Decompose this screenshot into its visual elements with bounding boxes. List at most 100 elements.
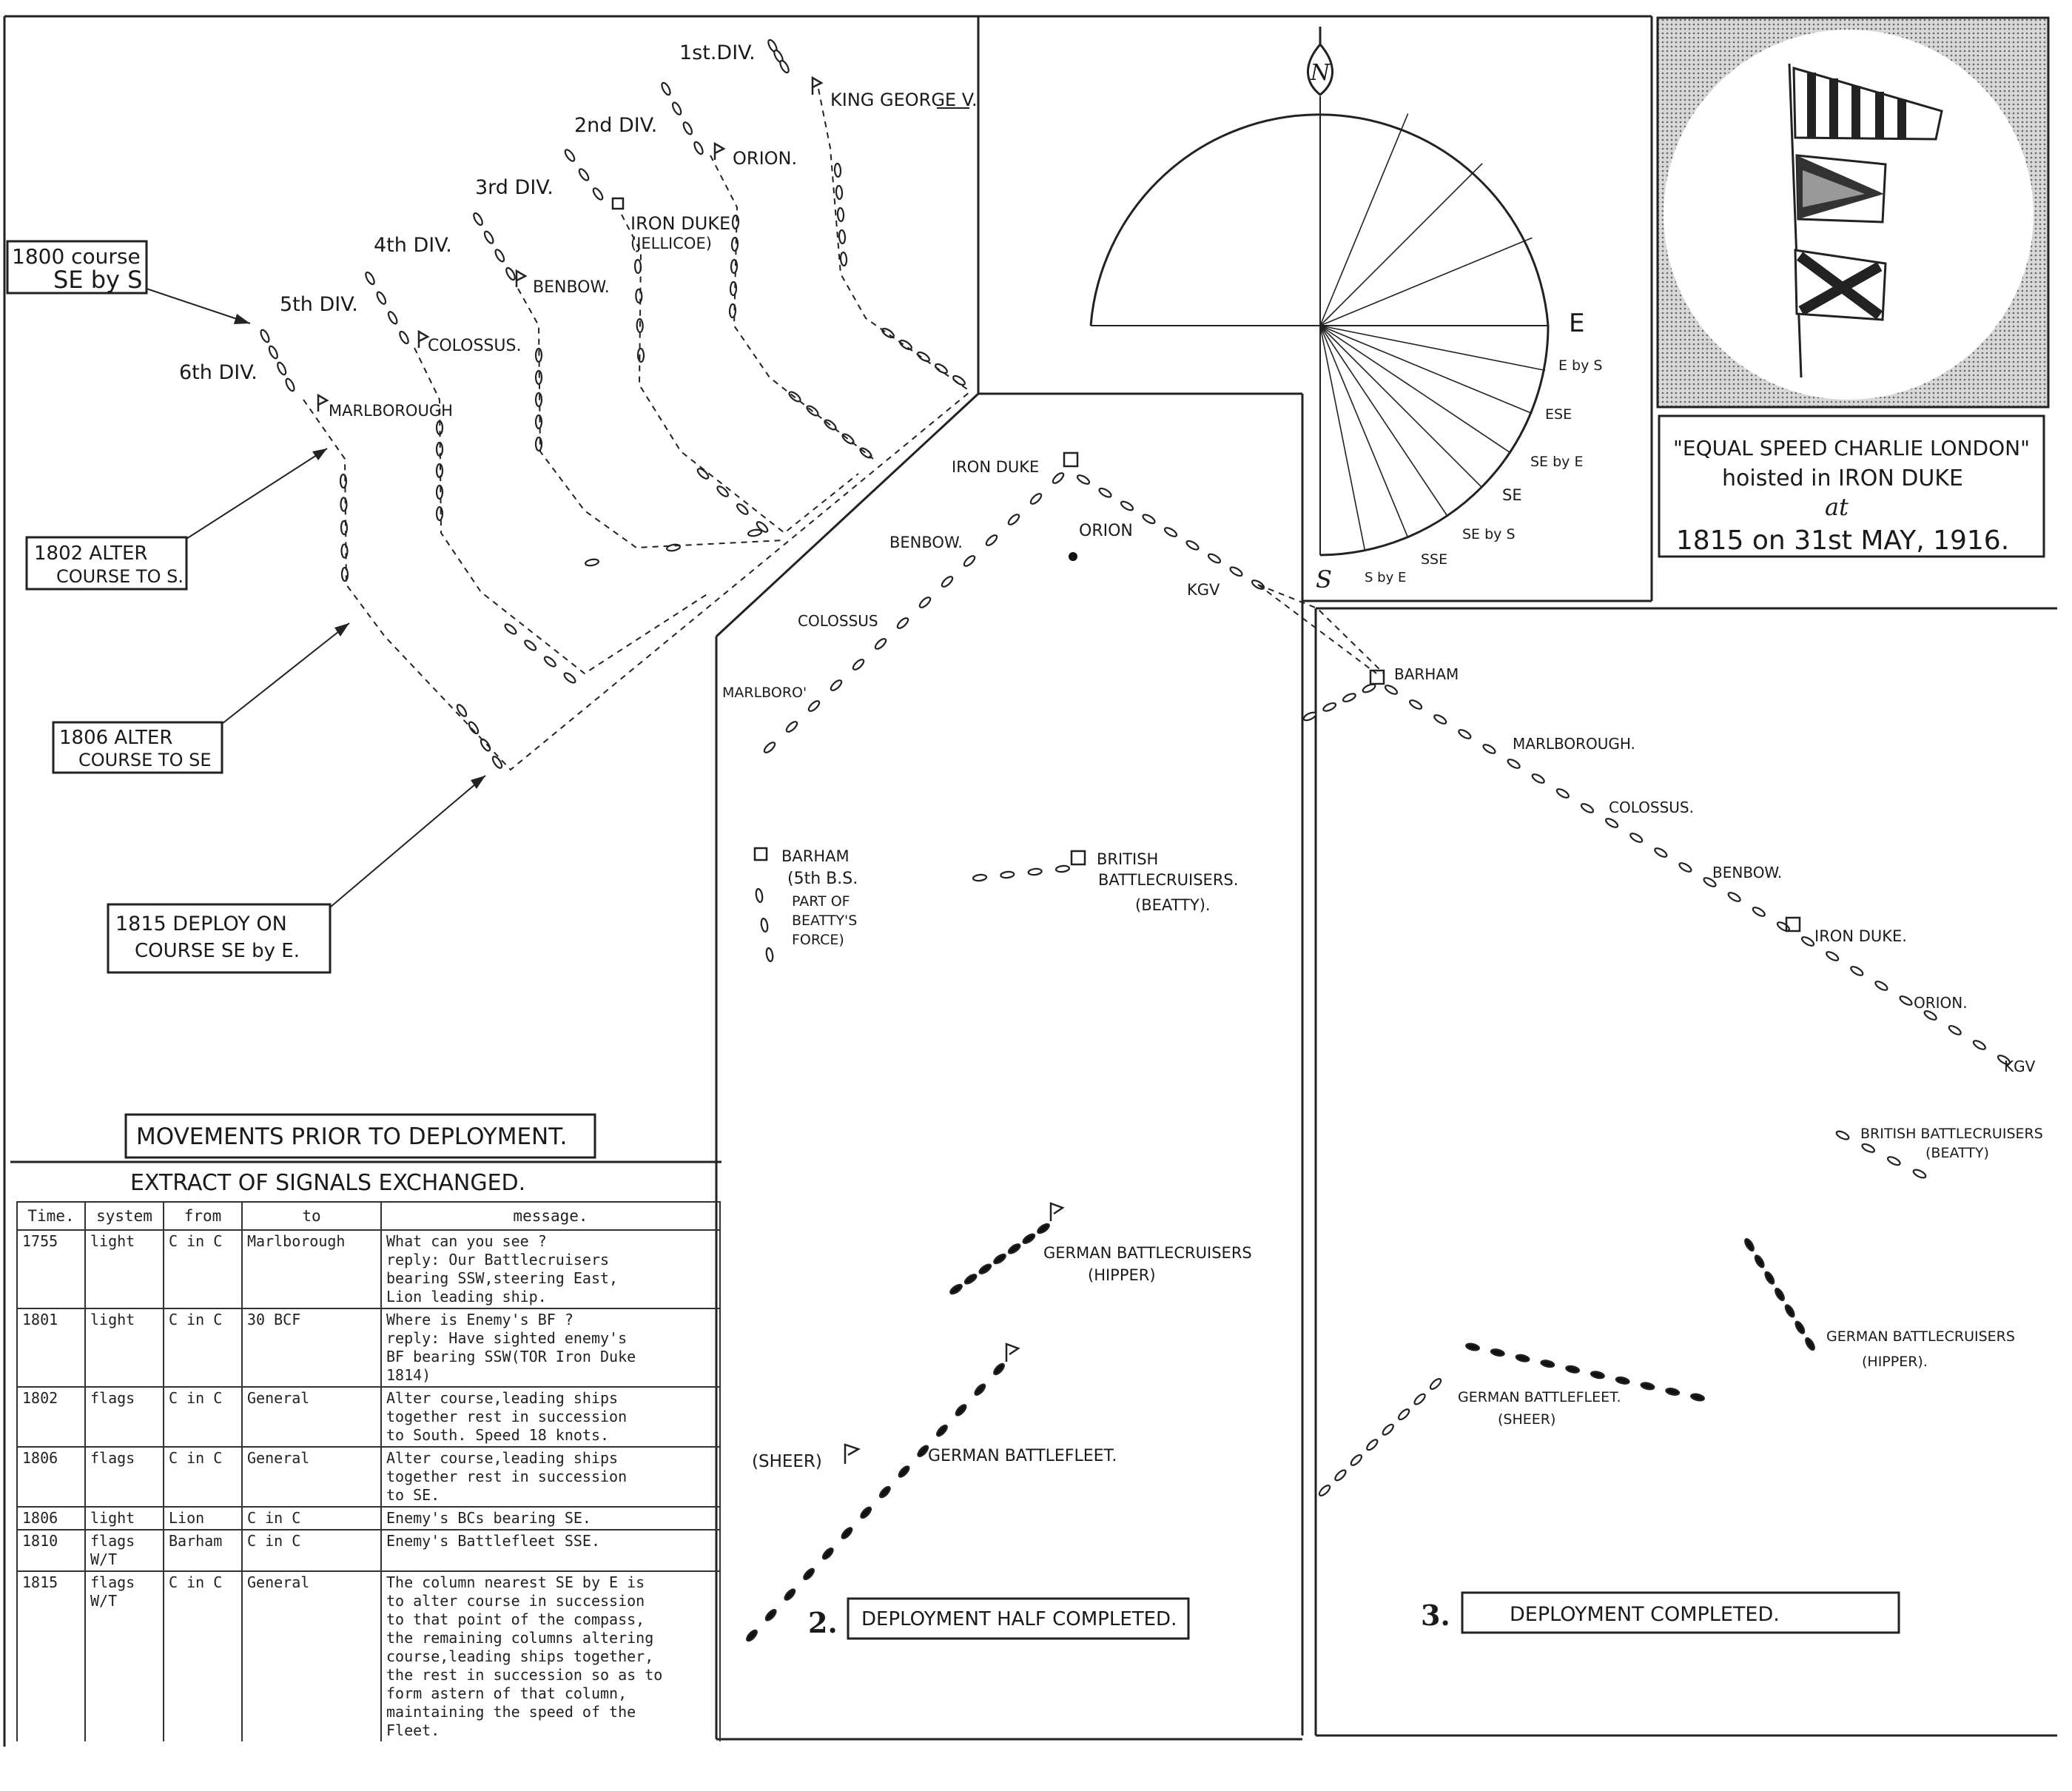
- compass-point-sse: SSE: [1421, 551, 1447, 568]
- ship-mark: [1665, 1387, 1681, 1396]
- signals-message-line: course,leading ships together,: [386, 1647, 654, 1665]
- col-system: system: [84, 1201, 164, 1231]
- signals-table-header: Time. system from to message.: [16, 1201, 721, 1231]
- ship-mark: [1972, 1040, 1986, 1050]
- signals-cell-to: C in C: [241, 1506, 382, 1530]
- ship-mark: [1052, 472, 1065, 484]
- signals-table-title: EXTRACT OF SIGNALS EXCHANGED.: [130, 1170, 525, 1196]
- signals-cell-to: General: [241, 1446, 382, 1507]
- ship-mark: [285, 377, 295, 392]
- signal-caption-line3: at: [1825, 493, 1849, 521]
- ship-mark: [1861, 1143, 1876, 1153]
- p2-orion: ORION: [1079, 522, 1133, 540]
- ship-mark: [1350, 1454, 1363, 1466]
- p3-german-bc-2: (HIPPER).: [1862, 1354, 1928, 1370]
- ship-mark: [963, 1274, 978, 1285]
- signals-message-line: to South. Speed 18 knots.: [386, 1426, 610, 1444]
- ship-mark: [972, 873, 988, 882]
- p2-british-bc-1: BRITISH: [1097, 850, 1158, 868]
- signals-cell-message: Enemy's BCs bearing SE.: [380, 1506, 721, 1530]
- p2-title: DEPLOYMENT HALF COMPLETED.: [861, 1608, 1177, 1630]
- ship-mark: [821, 1547, 834, 1560]
- ship-mark: [917, 351, 930, 363]
- ship-mark: [1229, 566, 1243, 577]
- ship-mark: [860, 1506, 872, 1519]
- ship-mark: [505, 266, 516, 281]
- p2-barham-3: PART OF: [792, 893, 850, 910]
- ship-mark: [1826, 951, 1840, 961]
- ship-mark: [1565, 1365, 1581, 1374]
- ship-mark: [1640, 1382, 1655, 1391]
- ship-mark: [746, 1629, 758, 1642]
- ship-mark: [785, 721, 798, 733]
- ship-mark: [1605, 818, 1619, 828]
- ship-mark: [896, 617, 909, 629]
- ship-mark: [399, 330, 409, 345]
- ship-mark: [1540, 1360, 1555, 1368]
- ship-mark: [755, 888, 764, 903]
- p2-german-bc-2: (HIPPER): [1088, 1266, 1156, 1284]
- signals-cell-to: Marlborough: [241, 1229, 382, 1308]
- signals-cell-system: light: [84, 1308, 164, 1387]
- ship-benbow: BENBOW.: [533, 278, 610, 297]
- ship-mark: [671, 101, 682, 115]
- ship-mark: [1997, 1055, 2011, 1065]
- ship-mark: [1076, 474, 1091, 485]
- ship-mark: [764, 1609, 777, 1622]
- p3-british-bc-2: (BEATTY): [1925, 1145, 1989, 1161]
- ship-mark: [387, 311, 398, 325]
- ship-mark: [524, 639, 537, 651]
- ship-mark: [918, 597, 932, 608]
- ship-mark: [483, 230, 494, 244]
- signals-message-line: to alter course in succession: [386, 1592, 645, 1610]
- p3-iron-duke: IRON DUKE.: [1814, 927, 1907, 945]
- signal-caption-line1: "EQUAL SPEED CHARLIE LONDON": [1673, 436, 2030, 460]
- signals-message-line: 1814): [386, 1366, 431, 1384]
- ship-mark: [784, 1588, 796, 1601]
- p2-benbow: BENBOW.: [889, 534, 963, 551]
- p2-barham-5: FORCE): [792, 932, 844, 948]
- ship-mark: [1397, 1408, 1410, 1421]
- ship-mark: [756, 521, 769, 533]
- ship-mark: [1615, 1376, 1630, 1385]
- ship-mark: [1409, 699, 1423, 710]
- division-label-6: 6th DIV.: [179, 361, 258, 384]
- p2-sheer: (SHEER): [752, 1452, 822, 1471]
- panel-frames: [3, 15, 2057, 1747]
- ship-mark: [1703, 877, 1717, 887]
- signals-cell-from: C in C: [163, 1229, 243, 1308]
- ship-mark: [1800, 936, 1815, 947]
- svg-text:1815 DEPLOY ON: 1815 DEPLOY ON: [115, 913, 287, 935]
- compass-point-se-by-e: SE by E: [1530, 454, 1583, 470]
- signals-message-line: the rest in succession so as to: [386, 1666, 663, 1684]
- ship-mark: [1207, 553, 1222, 564]
- ship-mark: [268, 345, 278, 360]
- signals-message-line: to SE.: [386, 1486, 440, 1504]
- compass-point-e-by-s: E by S: [1558, 357, 1602, 374]
- compass-ray: [1319, 113, 1409, 326]
- signals-message-line: Fleet.: [386, 1721, 440, 1739]
- svg-text:1800 course: 1800 course: [12, 244, 141, 269]
- signals-message-line: Alter course,leading ships: [386, 1389, 619, 1407]
- track-line: [818, 88, 970, 392]
- ship-mark: [949, 1283, 963, 1295]
- signals-message-line: reply: Our Battlecruisers: [386, 1251, 610, 1269]
- ship-mark: [731, 214, 740, 230]
- ship-mark: [874, 638, 887, 650]
- ship-mark: [1458, 729, 1472, 739]
- ship-king-george-v: KING GEORGE V.: [830, 90, 978, 110]
- ship-mark: [899, 339, 912, 351]
- ship-mark: [1886, 1156, 1901, 1166]
- ship-mark: [1120, 500, 1134, 511]
- division-label-5: 5th DIV.: [280, 293, 358, 316]
- p3-german-bf-1: GERMAN BATTLEFLEET.: [1458, 1389, 1621, 1405]
- division-label-3: 3rd DIV.: [475, 176, 554, 199]
- panel2-labels: IRON DUKE BENBOW. ORION COLOSSUS KGV MAR…: [722, 451, 1252, 1640]
- signals-cell-to: 30 BCF: [241, 1308, 382, 1387]
- ship-mark: [473, 212, 483, 226]
- ship-mark: [1805, 1337, 1815, 1351]
- ship-mark: [578, 168, 590, 181]
- signals-message-line: BF bearing SSW(TOR Iron Duke: [386, 1348, 636, 1365]
- ship-mark: [1429, 1378, 1442, 1390]
